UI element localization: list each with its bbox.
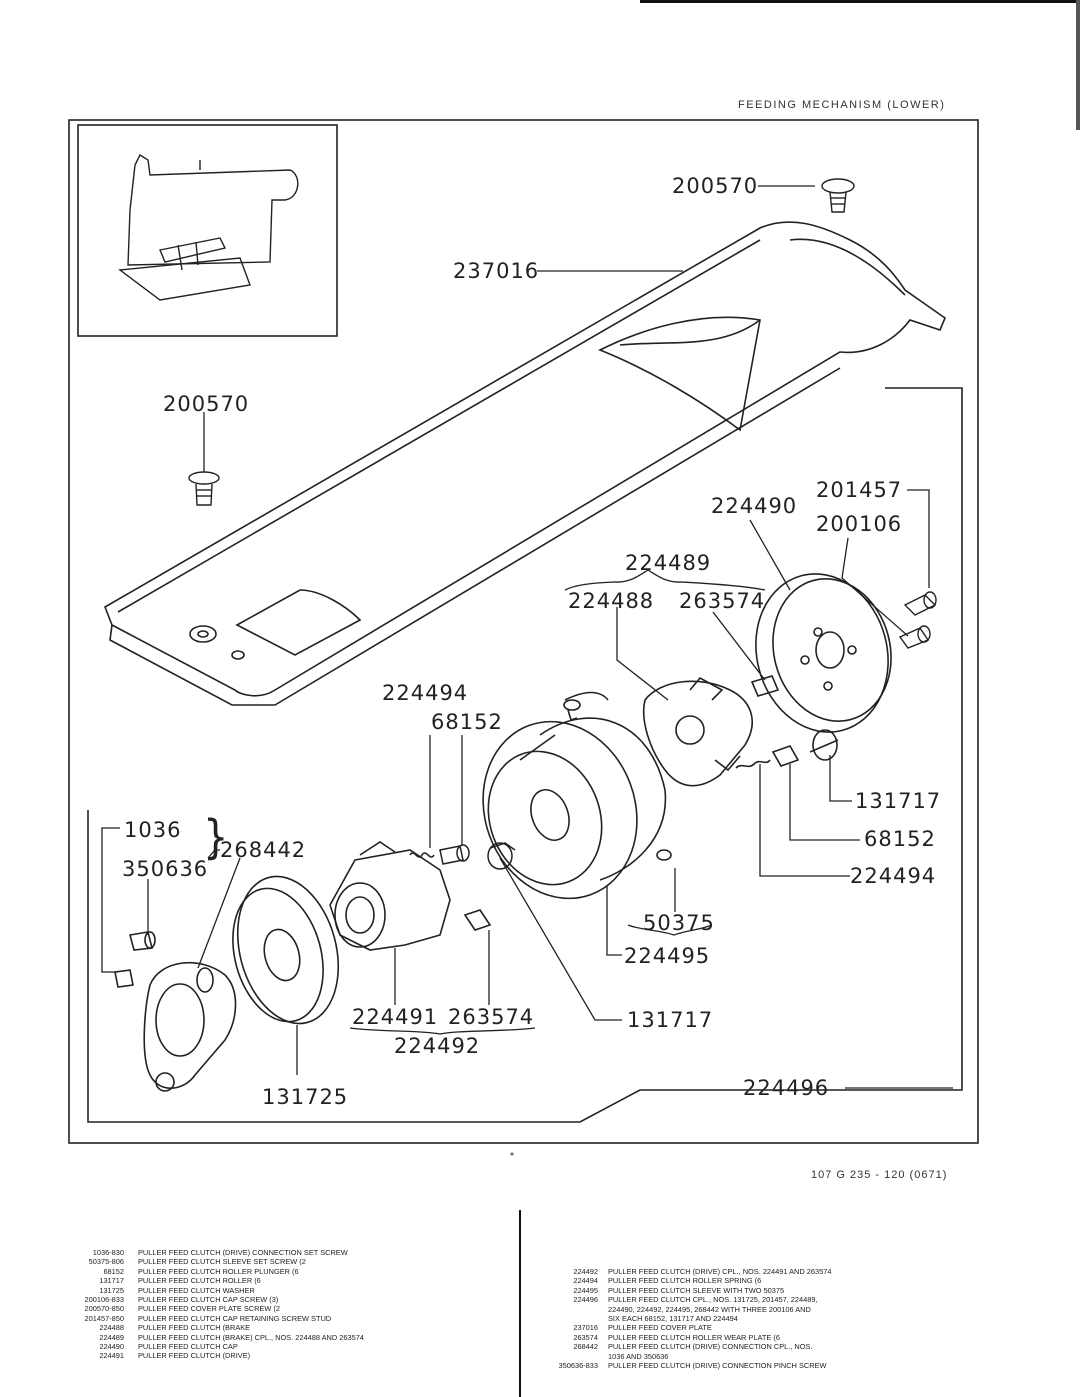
callout-200570-left: 200570 — [163, 392, 250, 416]
callout-bracket-268442: } — [203, 811, 230, 865]
inner-frame — [87, 387, 963, 1123]
legend-row: 1036 AND 350636 — [608, 1351, 669, 1361]
callout-68152-right: 68152 — [864, 827, 936, 851]
brake-drawing — [642, 675, 839, 787]
callout-224489: 224489 — [625, 551, 712, 575]
callout-201457: 201457 — [816, 478, 903, 502]
figure-code: 107 G 235 - 120 (0671) — [811, 1169, 948, 1181]
callout-224494-right: 224494 — [850, 864, 937, 888]
callout-68152-left: 68152 — [431, 710, 503, 734]
callout-350636: 350636 — [122, 857, 209, 881]
machine-inset-sketch — [118, 153, 299, 301]
legend-row: 224490, 224492, 224495, 268442 WITH THRE… — [608, 1304, 811, 1314]
callout-224495: 224495 — [624, 944, 711, 968]
diagram-frame — [68, 119, 979, 1144]
drive-connection-drawing — [114, 931, 237, 1092]
screw-200570-left — [188, 471, 220, 506]
callout-200570-top: 200570 — [672, 174, 759, 198]
legend-divider — [519, 1210, 521, 1397]
callout-50375: 50375 — [643, 911, 715, 935]
callout-263574-bottom: 263574 — [448, 1005, 535, 1029]
callout-224490: 224490 — [711, 494, 798, 518]
callout-224496: 224496 — [743, 1076, 830, 1100]
callout-224488: 224488 — [568, 589, 655, 613]
cover-plate-drawing — [104, 221, 946, 706]
leader-lines — [101, 185, 953, 1089]
callout-224492: 224492 — [394, 1034, 481, 1058]
callout-224491: 224491 — [352, 1005, 439, 1029]
scan-right-edge — [1076, 0, 1080, 130]
callout-268442: 268442 — [220, 838, 307, 862]
callout-263574-top: 263574 — [679, 589, 766, 613]
drive-clutch-drawing — [329, 841, 492, 951]
callout-1036: 1036 — [124, 818, 182, 842]
inset-box — [77, 124, 338, 337]
clutch-sleeve-drawing — [482, 691, 672, 900]
legend-row: SIX EACH 68152, 131717 AND 224494 — [608, 1314, 738, 1324]
callout-131725: 131725 — [262, 1085, 349, 1109]
callout-131717-right: 131717 — [855, 789, 942, 813]
washer-drawing — [232, 875, 340, 1025]
page-header-title: FEEDING MECHANISM (LOWER) — [738, 99, 946, 111]
callout-224494-left: 224494 — [382, 681, 469, 705]
callout-237016: 237016 — [453, 259, 540, 283]
clutch-cap-drawing — [755, 573, 892, 733]
scan-top-edge — [640, 0, 1080, 3]
callout-200106: 200106 — [816, 512, 903, 536]
screw-200570-top — [821, 178, 855, 213]
callout-131717-bottom: 131717 — [627, 1008, 714, 1032]
cap-screws-drawing — [898, 591, 937, 649]
